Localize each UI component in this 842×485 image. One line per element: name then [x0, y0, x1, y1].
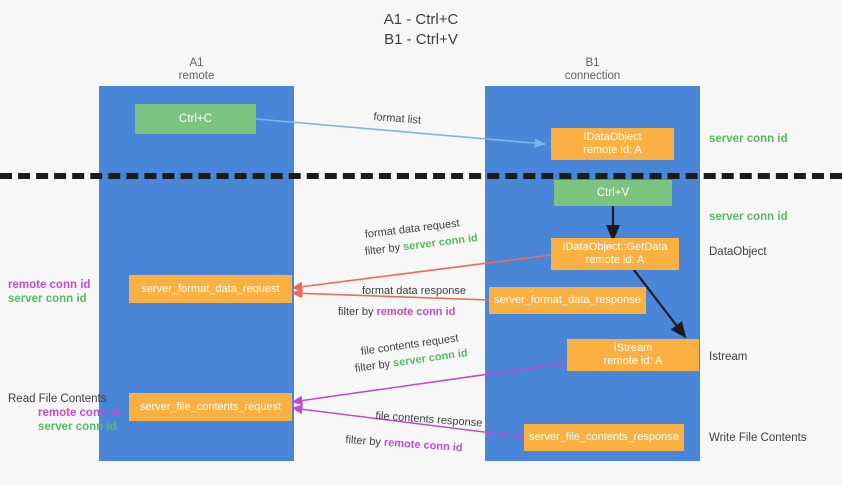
note-read-file-contents: Read File Contents — [8, 393, 107, 405]
diagram-title: A1 - Ctrl+C B1 - Ctrl+V — [383, 11, 459, 48]
label-format-data-response-filter: filter by remote conn id — [338, 305, 455, 319]
note-data-object: DataObject — [709, 246, 767, 258]
label-filter-value-remote-conn-id-2: remote conn id — [383, 436, 464, 455]
note-istream: Istream — [709, 351, 748, 363]
box-istream[interactable]: IStream remote id: A — [567, 339, 699, 371]
box-server-format-data-response[interactable]: server_format_data_response — [489, 287, 646, 314]
box-server-format-data-request[interactable]: server_format_data_request — [129, 275, 292, 303]
note-write-file-contents: Write File Contents — [709, 432, 807, 444]
lane-header-a1: A1 remote — [178, 57, 215, 82]
note-server-conn-id-second: server conn id — [709, 211, 788, 223]
note-format-remote-conn-id: remote conn id — [8, 279, 91, 291]
box-ctrl-c[interactable]: Ctrl+C — [135, 104, 256, 134]
note-file-remote-conn-id: remote conn id — [38, 407, 121, 419]
box-idataobject-getdata[interactable]: IDataObject::GetData remote id: A — [551, 238, 679, 270]
label-file-contents-response-filter: filter by remote conn id — [345, 433, 463, 455]
note-file-server-conn-id: server conn id — [38, 421, 117, 433]
clipboard-boundary-divider — [0, 173, 842, 179]
label-format-data-response: format data response — [362, 285, 466, 297]
label-format-list: format list — [372, 110, 422, 127]
label-filter-value-remote-conn-id: remote conn id — [376, 306, 456, 318]
box-server-file-contents-response[interactable]: server_file_contents_response — [524, 424, 684, 451]
box-ctrl-v[interactable]: Ctrl+V — [554, 180, 672, 206]
note-format-server-conn-id: server conn id — [8, 293, 87, 305]
label-filter-prefix: filter by — [364, 241, 404, 258]
box-idataobject-clipboard[interactable]: IDataObject remote id: A — [551, 128, 674, 160]
label-filter-prefix-3: filter by — [354, 357, 394, 375]
note-read-file-contents-group: Read File Contents remote conn id server… — [8, 392, 120, 434]
note-format-conn-id-pair: remote conn id server conn id — [8, 278, 90, 306]
lane-header-b1: B1 connection — [564, 57, 621, 82]
label-file-contents-response: file contents response — [375, 409, 483, 430]
label-filter-prefix-2: filter by — [338, 306, 377, 318]
label-filter-prefix-4: filter by — [345, 433, 385, 449]
box-server-file-contents-request[interactable]: server_file_contents_request — [129, 393, 292, 421]
note-server-conn-id-top: server conn id — [709, 133, 788, 145]
